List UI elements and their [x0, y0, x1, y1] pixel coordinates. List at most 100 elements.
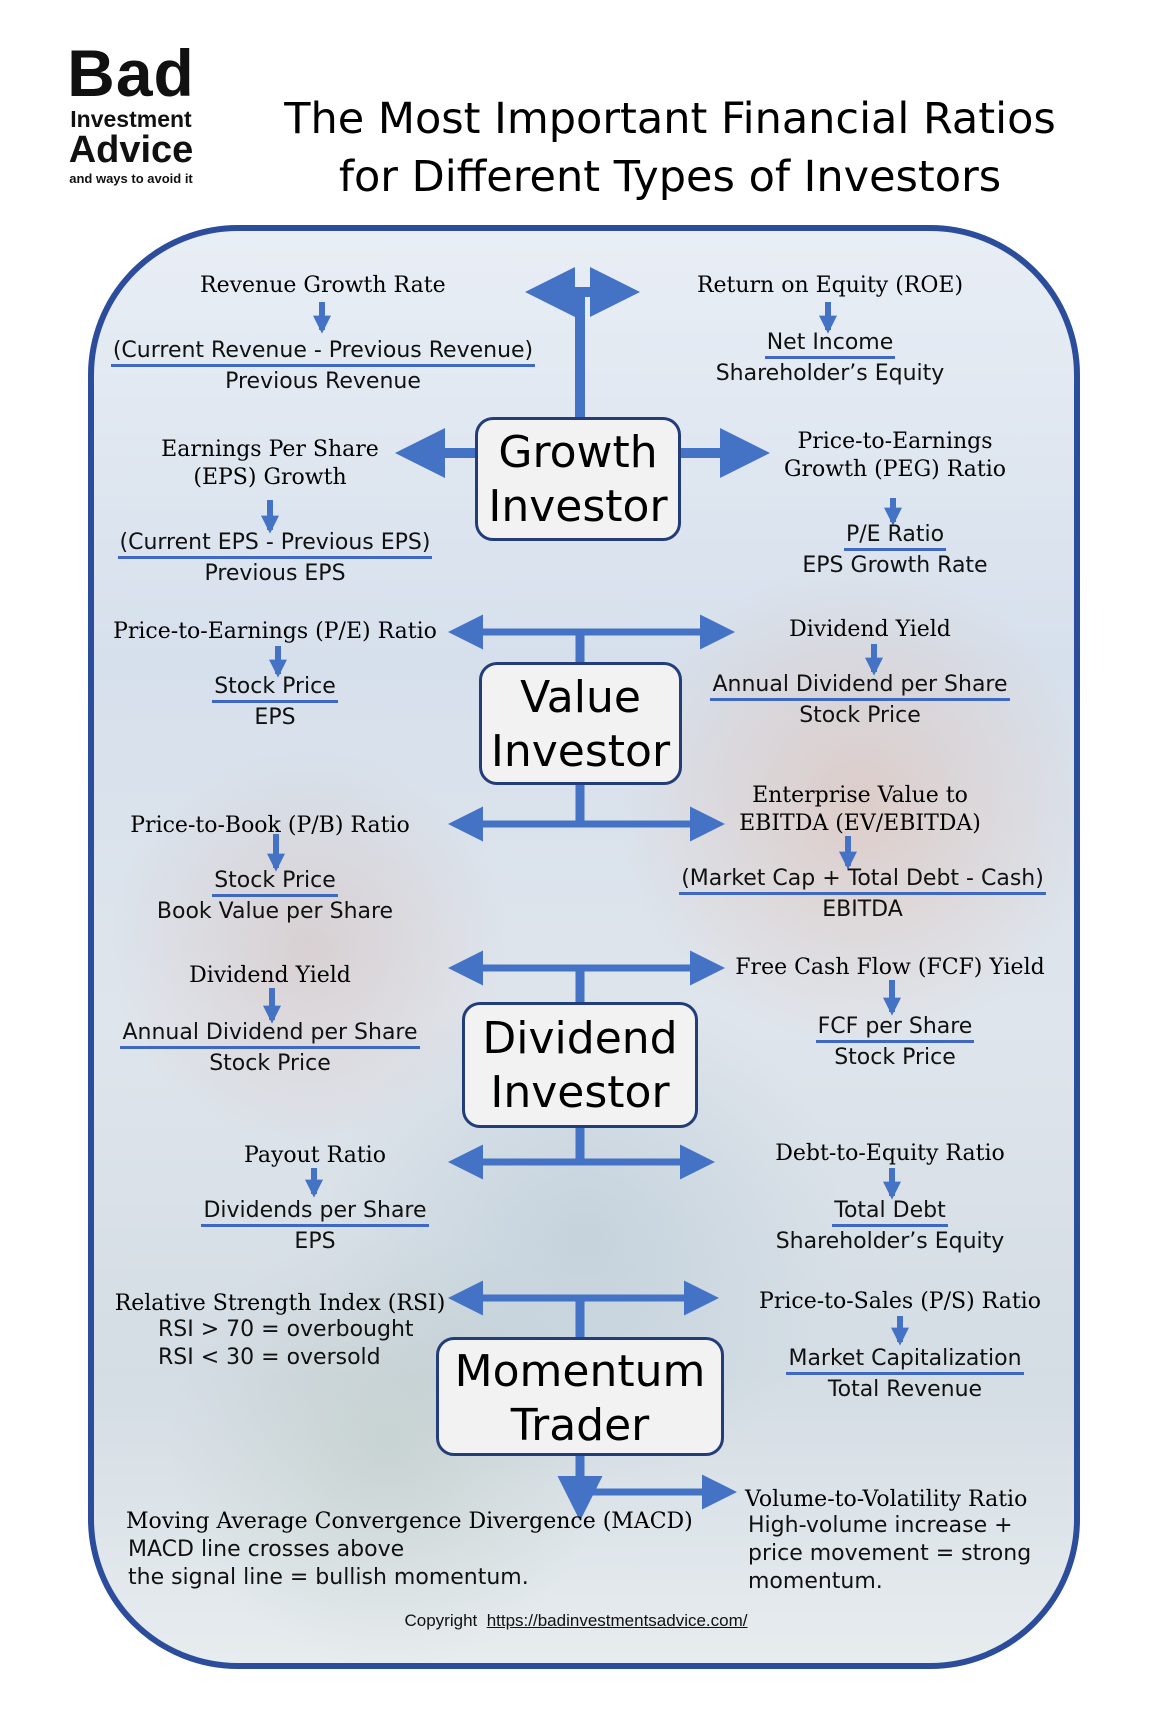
- ev-ebitda-title-line-2: EBITDA (EV/EBITDA): [739, 811, 981, 836]
- momentum-box-line-2: Trader: [510, 1400, 650, 1451]
- fcf-yield-numerator: FCF per Share: [815, 1014, 975, 1043]
- macd-title: Moving Average Convergence Divergence (M…: [126, 1509, 693, 1534]
- macd-line-2: the signal line = bullish momentum.: [128, 1565, 529, 1590]
- volume-volatility-line-2: price movement = strong: [748, 1541, 1032, 1566]
- price-to-sales-title: Price-to-Sales (P/S) Ratio: [759, 1289, 1041, 1314]
- logo-tagline: and ways to avoid it: [69, 171, 193, 186]
- copyright-label: Copyright: [404, 1611, 478, 1630]
- eps-growth-numerator: (Current EPS - Previous EPS): [117, 530, 433, 559]
- momentum-box-line-1: Momentum: [454, 1346, 706, 1397]
- rsi-overbought: RSI > 70 = overbought: [158, 1317, 414, 1342]
- momentum-trader-box: Momentum Trader: [436, 1337, 724, 1456]
- debt-to-equity-denominator: Shareholder’s Equity: [775, 1229, 1005, 1254]
- pb-denominator: Book Value per Share: [156, 899, 394, 924]
- rsi-oversold: RSI < 30 = oversold: [158, 1345, 381, 1370]
- payout-ratio-denominator: EPS: [294, 1229, 336, 1254]
- peg-title-line-2: Growth (PEG) Ratio: [783, 457, 1007, 482]
- logo: Bad Investment Advice and ways to avoid …: [46, 40, 216, 185]
- payout-ratio-title: Payout Ratio: [244, 1143, 386, 1168]
- title-line-1: The Most Important Financial Ratios: [284, 94, 1056, 144]
- price-to-sales-formula: Market Capitalization Total Revenue: [760, 1344, 1050, 1405]
- payout-ratio-formula: Dividends per Share EPS: [180, 1196, 450, 1257]
- ev-ebitda-title-line-1: Enterprise Value to: [752, 783, 968, 808]
- dividend-box-line-2: Investor: [490, 1067, 670, 1118]
- title-line-2: for Different Types of Investors: [338, 152, 1002, 202]
- pe-title: Price-to-Earnings (P/E) Ratio: [113, 619, 437, 644]
- debt-to-equity-formula: Total Debt Shareholder’s Equity: [750, 1196, 1030, 1257]
- logo-line-investment: Investment: [70, 106, 192, 132]
- debt-to-equity-numerator: Total Debt: [832, 1198, 948, 1227]
- dividend-yield-denominator: Stock Price: [209, 1051, 331, 1076]
- eps-growth-formula: (Current EPS - Previous EPS) Previous EP…: [90, 528, 460, 589]
- website-link[interactable]: https://badinvestmentsadvice.com/: [486, 1611, 748, 1630]
- roe-numerator: Net Income: [764, 330, 896, 359]
- roe-denominator: Shareholder’s Equity: [715, 361, 945, 386]
- pe-numerator: Stock Price: [212, 674, 338, 703]
- macd-notes: MACD line crosses above the signal line …: [128, 1536, 529, 1592]
- roe-title: Return on Equity (ROE): [696, 273, 964, 298]
- value-box-line-1: Value: [520, 672, 641, 723]
- peg-title: Price-to-Earnings Growth (PEG) Ratio: [760, 428, 1030, 484]
- rsi-notes: RSI > 70 = overbought RSI < 30 = oversol…: [158, 1316, 414, 1372]
- copyright: Copyright https://badinvestmentsadvice.c…: [0, 1611, 1152, 1631]
- revenue-growth-denominator: Previous Revenue: [225, 369, 421, 394]
- dividend-yield-numerator: Annual Dividend per Share: [120, 1020, 420, 1049]
- volume-volatility-title: Volume-to-Volatility Ratio: [745, 1487, 1028, 1512]
- macd-line-1: MACD line crosses above: [128, 1537, 405, 1562]
- dividend-investor-box: Dividend Investor: [462, 1002, 698, 1128]
- eps-growth-title: Earnings Per Share (EPS) Growth: [145, 436, 395, 492]
- growth-box-line-1: Growth: [498, 427, 658, 478]
- volume-volatility-line-3: momentum.: [748, 1569, 883, 1594]
- logo-line-bad: Bad: [67, 36, 195, 110]
- value-dividend-yield-title: Dividend Yield: [789, 617, 951, 642]
- fcf-yield-title: Free Cash Flow (FCF) Yield: [735, 955, 1045, 980]
- dividend-box-line-1: Dividend: [482, 1013, 678, 1064]
- value-connectors: [448, 614, 735, 842]
- revenue-growth-numerator: (Current Revenue - Previous Revenue): [110, 338, 536, 367]
- page-title: The Most Important Financial Ratios for …: [220, 90, 1120, 206]
- pb-numerator: Stock Price: [212, 868, 338, 897]
- fcf-yield-denominator: Stock Price: [834, 1045, 956, 1070]
- ev-ebitda-numerator: (Market Cap + Total Debt - Cash): [679, 866, 1046, 895]
- volume-volatility-notes: High-volume increase + price movement = …: [748, 1512, 1031, 1596]
- pe-denominator: EPS: [254, 705, 296, 730]
- ev-ebitda-denominator: EBITDA: [822, 897, 903, 922]
- eps-growth-title-line-1: Earnings Per Share: [161, 437, 379, 462]
- fcf-yield-formula: FCF per Share Stock Price: [780, 1012, 1010, 1073]
- ev-ebitda-formula: (Market Cap + Total Debt - Cash) EBITDA: [665, 864, 1060, 925]
- pe-formula: Stock Price EPS: [170, 672, 380, 733]
- value-investor-box: Value Investor: [479, 662, 682, 785]
- payout-ratio-numerator: Dividends per Share: [201, 1198, 429, 1227]
- debt-to-equity-title: Debt-to-Equity Ratio: [775, 1141, 1005, 1166]
- value-box-line-2: Investor: [490, 726, 671, 777]
- revenue-growth-formula: (Current Revenue - Previous Revenue) Pre…: [88, 336, 558, 397]
- growth-connectors: [395, 267, 770, 478]
- roe-formula: Net Income Shareholder’s Equity: [700, 328, 960, 389]
- dividend-yield-title: Dividend Yield: [189, 963, 351, 988]
- growth-investor-box: Growth Investor: [475, 417, 681, 541]
- revenue-growth-title: Revenue Growth Rate: [200, 273, 446, 298]
- down-arrows: [261, 302, 909, 1346]
- ev-ebitda-title: Enterprise Value to EBITDA (EV/EBITDA): [710, 782, 1010, 838]
- price-to-sales-denominator: Total Revenue: [827, 1377, 983, 1402]
- growth-box-line-2: Investor: [488, 481, 668, 532]
- peg-formula: P/E Ratio EPS Growth Rate: [770, 520, 1020, 581]
- price-to-sales-numerator: Market Capitalization: [786, 1346, 1024, 1375]
- value-dividend-yield-numerator: Annual Dividend per Share: [710, 672, 1010, 701]
- rsi-title: Relative Strength Index (RSI): [114, 1291, 446, 1316]
- volume-volatility-line-1: High-volume increase +: [748, 1513, 1013, 1538]
- pb-title: Price-to-Book (P/B) Ratio: [130, 813, 410, 838]
- logo-line-advice: Advice: [68, 129, 194, 171]
- eps-growth-denominator: Previous EPS: [204, 561, 346, 586]
- eps-growth-title-line-2: (EPS) Growth: [193, 465, 347, 490]
- momentum-connectors: [448, 1280, 737, 1521]
- value-dividend-yield-formula: Annual Dividend per Share Stock Price: [690, 670, 1030, 731]
- peg-numerator: P/E Ratio: [843, 522, 947, 551]
- peg-denominator: EPS Growth Rate: [802, 553, 988, 578]
- value-dividend-yield-denominator: Stock Price: [799, 703, 921, 728]
- peg-title-line-1: Price-to-Earnings: [797, 429, 993, 454]
- dividend-connectors: [448, 950, 725, 1180]
- pb-formula: Stock Price Book Value per Share: [130, 866, 420, 927]
- dividend-yield-formula: Annual Dividend per Share Stock Price: [100, 1018, 440, 1079]
